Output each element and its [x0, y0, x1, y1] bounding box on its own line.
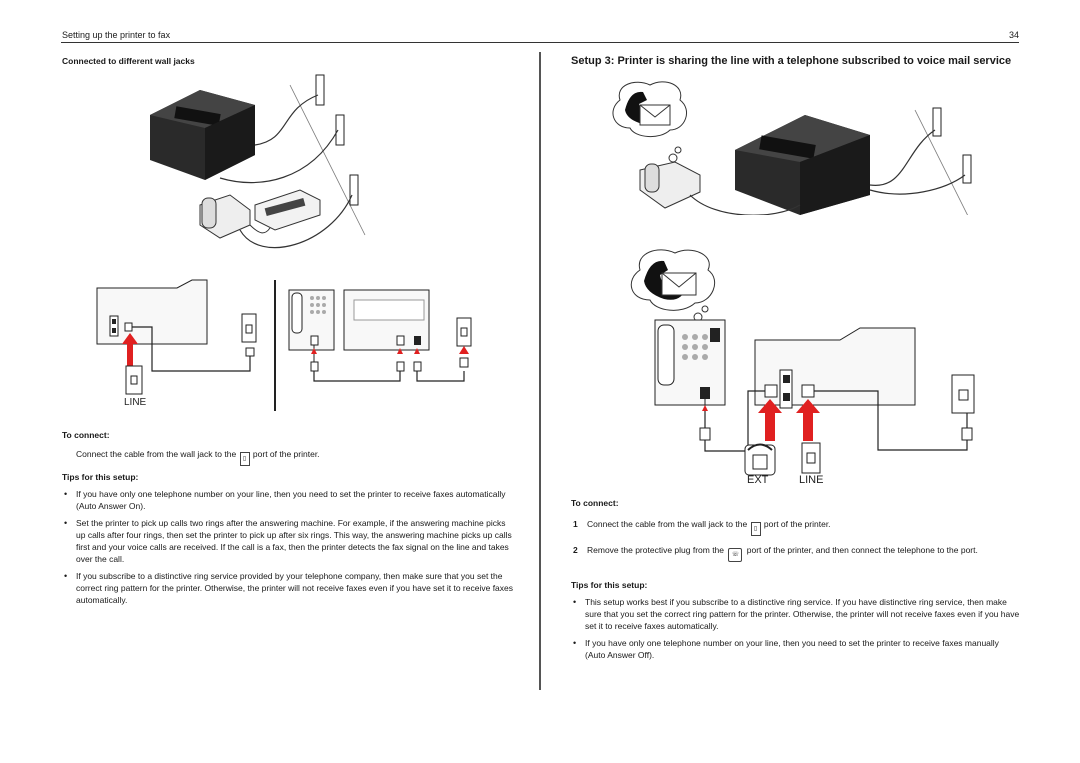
list-item: •If you have only one telephone number o…: [64, 489, 506, 511]
line-port-icon: ▯: [750, 522, 761, 536]
right-setup-illustration: [612, 81, 972, 215]
left-line-label: LINE: [124, 397, 147, 408]
column-divider: [539, 52, 541, 690]
left-tips-heading: Tips for this setup:: [62, 472, 139, 482]
running-header: Setting up the printer to fax: [62, 30, 171, 40]
list-item: •Set the printer to pick up calls two ri…: [64, 518, 512, 564]
right-tips-heading: Tips for this setup:: [571, 580, 648, 590]
list-item: •If you subscribe to a distinctive ring …: [64, 571, 514, 605]
right-port-schematic: EXT LINE: [630, 249, 975, 485]
list-item: 2 Remove the protective plug from the ☏ …: [573, 544, 1021, 562]
left-connect-text-after: port of the printer.: [252, 449, 320, 459]
ext-port-icon: ☏: [728, 548, 743, 562]
right-tips-list: •This setup works best if you subscribe …: [571, 596, 1021, 661]
header-rule: [61, 42, 1019, 43]
right-steps-list: 1 Connect the cable from the wall jack t…: [573, 518, 1021, 562]
left-tips-list: •If you have only one telephone number o…: [62, 488, 517, 606]
list-item: •This setup works best if you subscribe …: [573, 597, 1020, 631]
left-port-schematic: LINE: [96, 279, 472, 411]
left-connect-instruction: Connect the cable from the wall jack to …: [76, 448, 516, 466]
left-connect-text-before: Connect the cable from the wall jack to …: [76, 449, 237, 459]
right-line-label: LINE: [799, 474, 823, 485]
right-ext-label: EXT: [747, 474, 769, 485]
list-item: •If you have only one telephone number o…: [573, 638, 999, 660]
page-number: 34: [1008, 30, 1019, 40]
list-item: 1 Connect the cable from the wall jack t…: [573, 518, 1021, 536]
left-setup-illustration: [150, 74, 366, 249]
right-heading: Setup 3: Printer is sharing the line wit…: [571, 55, 1012, 67]
right-to-connect: To connect:: [571, 498, 619, 508]
line-port-icon: ▯: [239, 452, 250, 466]
left-heading: Connected to different wall jacks: [62, 56, 195, 66]
left-to-connect: To connect:: [62, 430, 110, 440]
